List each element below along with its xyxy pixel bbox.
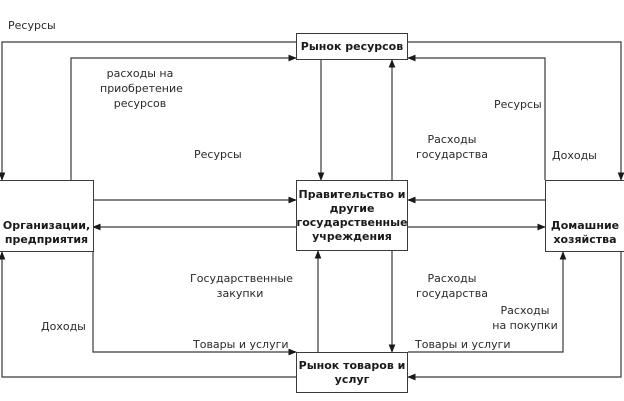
flow-firms-to-goods-market (92, 252, 297, 356)
label-firms-income: Доходы (41, 319, 86, 334)
label-line: Ресурсы (494, 98, 542, 111)
label-gov-purchases: Государственные закупки (190, 271, 293, 301)
label-line: Товары и услуги (415, 338, 511, 351)
label-line: Ресурсы (8, 19, 56, 32)
label-line: Товары и услуги (193, 338, 289, 351)
label-gov-spending-bottom: Расходы государства (412, 271, 492, 301)
node-line: услуг (334, 372, 370, 386)
node-line: Домашние (550, 219, 620, 232)
node-goods-market-text: Рынок товаров и услуг (299, 359, 406, 387)
label-resources-outer: Ресурсы (8, 18, 56, 33)
label-line: государства (415, 148, 489, 161)
node-line: Правительство и (298, 187, 406, 201)
node-resource-market: Рынок ресурсов (296, 33, 408, 60)
node-firms: Организации, предприятия (0, 180, 94, 252)
label-line: закупки (216, 287, 264, 300)
label-line: Доходы (552, 149, 597, 162)
label-goods-left: Товары и услуги (193, 337, 289, 352)
node-line: предприятия (4, 233, 89, 246)
flow-resource-market-to-firms (0, 41, 296, 181)
label-households-income: Доходы (552, 148, 597, 163)
node-line: другие (329, 201, 375, 215)
flow-households-to-resource-market (407, 54, 546, 180)
node-government: Правительство и другие государственные у… (296, 180, 408, 251)
label-households-resources: Ресурсы (494, 97, 542, 112)
node-resource-market-text: Рынок ресурсов (301, 40, 403, 54)
label-purchase-spending: Расходы на покупки (490, 303, 560, 333)
node-line: государственные (296, 215, 408, 229)
node-goods-market: Рынок товаров и услуг (296, 352, 408, 393)
label-gov-spending-top: Расходы государства (412, 132, 492, 162)
flow-resource-market-to-households (408, 41, 624, 181)
node-government-text: Правительство и другие государственные у… (296, 188, 407, 244)
flow-households-to-goods-market (407, 252, 622, 381)
label-firms-spending: расходы на приобретение ресурсов (100, 66, 183, 111)
node-line: хозяйства (553, 233, 617, 246)
label-line: Доходы (41, 320, 86, 333)
node-line: Рынок товаров и (298, 358, 406, 372)
node-line: Организации, (2, 219, 91, 232)
node-households-text: Домашние хозяйства (551, 219, 619, 247)
label-line: расходы на (106, 67, 174, 80)
label-goods-right: Товары и услуги (415, 337, 511, 352)
label-line: на покупки (492, 319, 558, 332)
label-line: государства (415, 287, 489, 300)
flow-firms-to-resource-market (70, 54, 297, 180)
label-line: Расходы (427, 272, 477, 285)
node-line: Рынок ресурсов (300, 39, 404, 53)
label-line: Расходы (427, 133, 477, 146)
flow-goods-market-to-households (408, 251, 567, 353)
flow-goods-market-to-firms (0, 251, 296, 378)
label-resources-inner: Ресурсы (194, 147, 242, 162)
label-line: Государственные (190, 272, 293, 285)
label-line: Ресурсы (194, 148, 242, 161)
label-line: Расходы (500, 304, 550, 317)
label-line: ресурсов (113, 97, 167, 110)
label-line: приобретение (100, 82, 183, 95)
node-line: учреждения (312, 229, 392, 243)
node-firms-text: Организации, предприятия (3, 219, 90, 247)
node-households: Домашние хозяйства (545, 180, 624, 252)
